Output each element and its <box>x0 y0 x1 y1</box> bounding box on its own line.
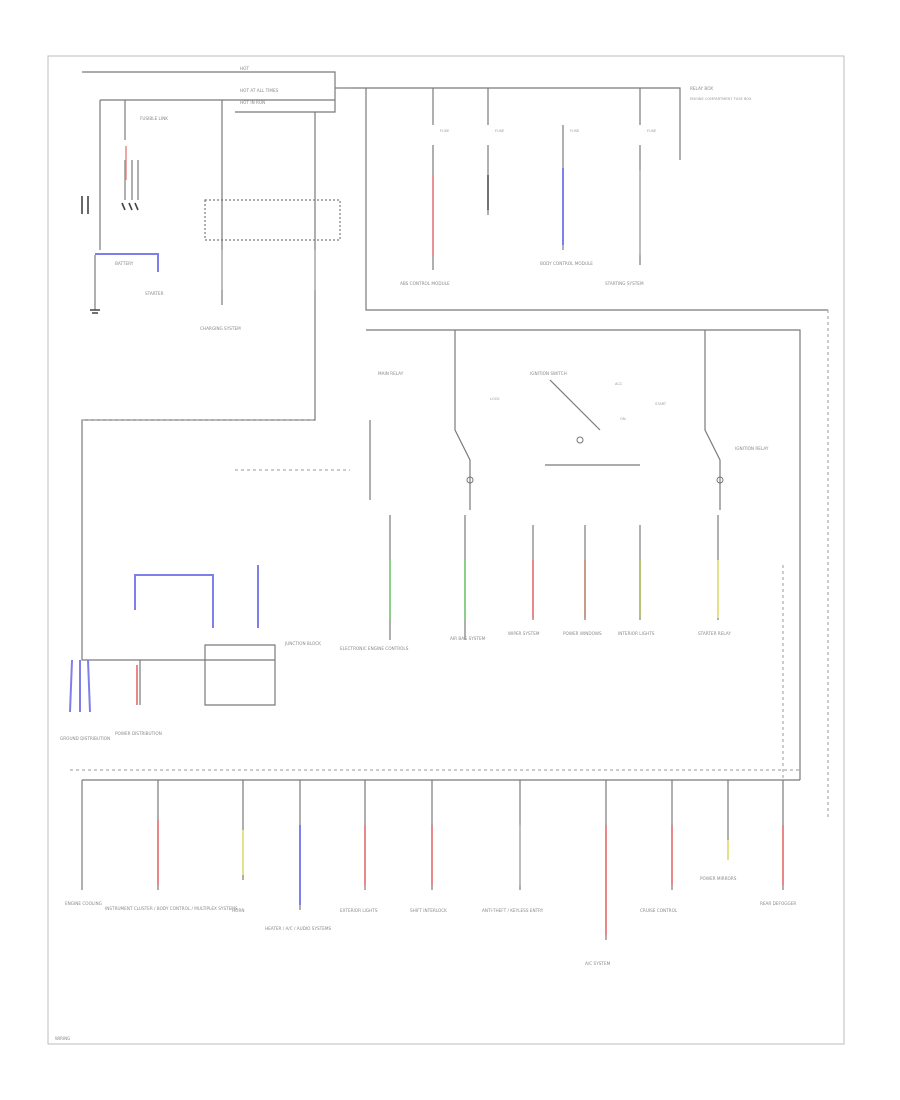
dest-engine-cooling: ENGINE COOLING <box>65 901 102 906</box>
battery-label: BATTERY <box>115 261 134 266</box>
abs-module-label: ABS CONTROL MODULE <box>400 281 450 286</box>
ignition-switch-label: IGNITION SWITCH <box>530 371 567 376</box>
footer-label: WIRING <box>55 1036 71 1041</box>
charging-system-label: CHARGING SYSTEM <box>200 326 241 331</box>
relay-box-label: RELAY BOX <box>690 86 713 91</box>
ground-distribution-label: GROUND DISTRIBUTION <box>60 736 110 741</box>
junction-block-label: JUNCTION BLOCK <box>284 641 321 646</box>
dest-instrument-cluster: INSTRUMENT CLUSTER / BODY CONTROL / MULT… <box>105 906 238 911</box>
on-label: ON <box>620 417 626 421</box>
battery-section: HOT HOT AT ALL TIMES HOT IN RUN FUSIBLE … <box>81 66 350 500</box>
wire-blue-ground <box>95 253 159 272</box>
dest-interior-lights: INTERIOR LIGHTS <box>618 631 655 636</box>
fuse-1-label: FUSE <box>440 129 450 133</box>
dest-airbag: AIR BAG SYSTEM <box>450 636 486 641</box>
fusible-link-label: FUSIBLE LINK <box>140 116 168 121</box>
hot-at-all-times-label: HOT AT ALL TIMES <box>240 88 279 93</box>
fuse-3-label: FUSE <box>570 129 580 133</box>
left-junction-section: GROUND DISTRIBUTION POWER DISTRIBUTION J… <box>60 419 321 741</box>
bcm-label: BODY CONTROL MODULE <box>540 261 593 266</box>
fuse-4-label: FUSE <box>647 129 657 133</box>
hot-label: HOT <box>240 66 249 71</box>
starting-system-label: STARTING SYSTEM <box>605 281 644 286</box>
dest-anti-theft: ANTI-THEFT / KEYLESS ENTRY <box>482 908 544 913</box>
ignition-relay-label: IGNITION RELAY <box>735 446 769 451</box>
main-relay-label: MAIN RELAY <box>378 371 404 376</box>
fuse-2-label: FUSE <box>495 129 505 133</box>
dest-ac-system: A/C SYSTEM <box>585 961 611 966</box>
dest-wiper: WIPER SYSTEM <box>508 631 540 636</box>
dest-horn: HORN <box>232 908 245 913</box>
dest-exterior-lights: EXTERIOR LIGHTS <box>340 908 378 913</box>
fuse-box-section: RELAY BOX FUSE FUSE FUSE FUSE ENGINE COM… <box>350 86 828 311</box>
wire-blue-junction <box>134 574 214 628</box>
dest-rear-defogger: REAR DEFOGGER <box>760 901 796 906</box>
acc-label: ACC <box>615 382 623 386</box>
dest-cruise-control: CRUISE CONTROL <box>640 908 678 913</box>
power-distribution-label: POWER DISTRIBUTION <box>115 731 162 736</box>
fuse-box-label: ENGINE COMPARTMENT FUSE BOX <box>690 97 752 101</box>
ignition-section: MAIN RELAY IGNITION SWITCH LOCK ACC ON S… <box>235 329 801 780</box>
hot-in-run-label: HOT IN RUN <box>240 100 265 105</box>
dest-heater-ac: HEATER / A/C / AUDIO SYSTEMS <box>265 926 331 931</box>
dest-starter-relay: STARTER RELAY <box>698 631 731 636</box>
lock-label: LOCK <box>490 397 500 401</box>
dest-eec: ELECTRONIC ENGINE CONTROLS <box>340 646 409 651</box>
dest-shift-interlock: SHIFT INTERLOCK <box>410 908 447 913</box>
start-label: START <box>655 402 667 406</box>
starter-label: STARTER <box>145 291 164 296</box>
dest-power-windows: POWER WINDOWS <box>563 631 602 636</box>
bottom-bus-section: ENGINE COOLING INSTRUMENT CLUSTER / BODY… <box>65 769 800 966</box>
diagram-frame <box>47 55 845 1045</box>
dest-power-mirrors: POWER MIRRORS <box>700 876 737 881</box>
